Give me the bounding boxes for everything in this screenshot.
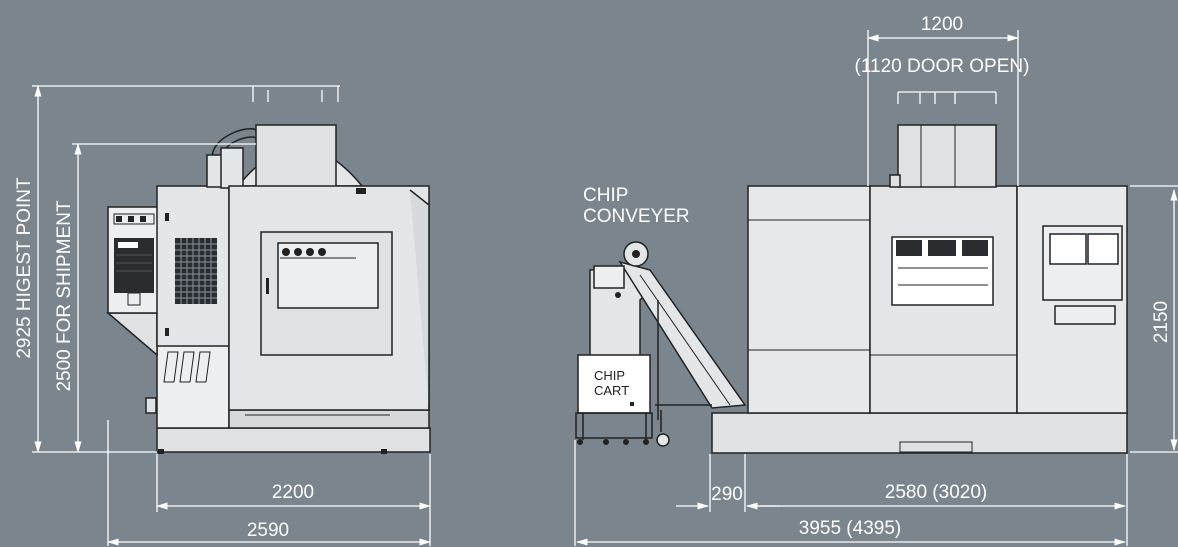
dim-2590: 2590	[247, 520, 289, 541]
dim-2500-for-shipment: 2500 FOR SHIPMENT	[54, 200, 75, 391]
chip-cart-label-line2: CART	[594, 383, 629, 398]
chip-conveyer-label-line2: CONVEYER	[583, 206, 690, 227]
side-view-machine	[105, 124, 431, 454]
dim-1200: 1200	[921, 14, 963, 35]
dim-2200: 2200	[272, 482, 314, 503]
dim-2925-highest-point: 2925 HIGEST POINT	[14, 177, 35, 359]
chip-conveyer-label-line1: CHIP	[583, 185, 628, 206]
chip-cart: CHIP CART	[575, 354, 653, 445]
chip-conveyer	[589, 241, 747, 447]
dim-290: 290	[711, 484, 743, 505]
chip-cart-label-line1: CHIP	[594, 368, 625, 383]
dim-2150: 2150	[1151, 301, 1172, 343]
dim-3955: 3955 (4395)	[799, 518, 901, 539]
dimension-lines	[32, 30, 1178, 546]
front-view-machine	[711, 124, 1128, 454]
dim-2580: 2580 (3020)	[885, 482, 987, 503]
dim-1120-door-open: (1120 DOOR OPEN)	[855, 56, 1030, 77]
